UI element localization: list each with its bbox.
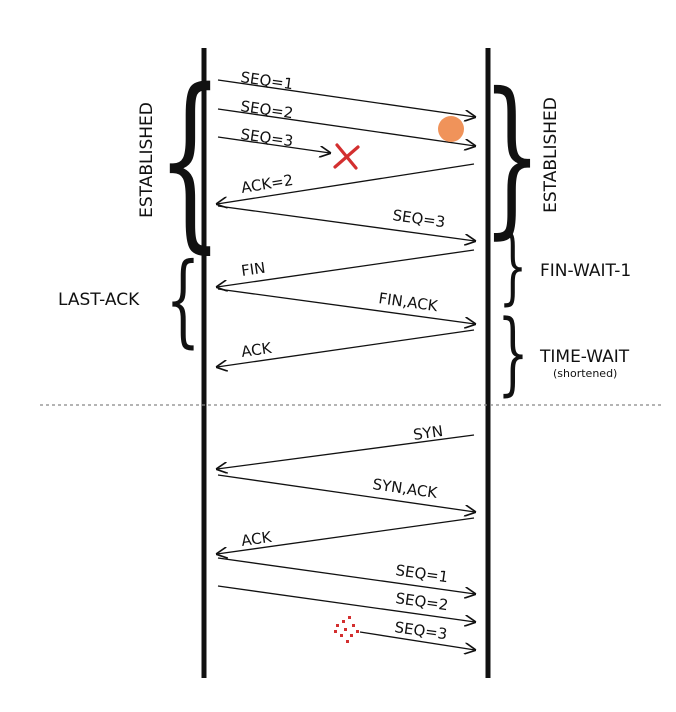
label-new-seq2: SEQ=2	[394, 589, 449, 614]
arrow-syn	[217, 434, 475, 469]
arrow-ack2	[217, 163, 475, 204]
late-packet-icon	[334, 616, 359, 643]
label-seq3: SEQ=3	[239, 125, 294, 150]
arrow-finack	[217, 288, 475, 324]
arrow-seq1	[217, 79, 475, 117]
arrow-ack-open	[217, 517, 475, 554]
left-last-ack-label: LAST-ACK	[58, 290, 140, 310]
label-fin: FIN	[240, 259, 267, 280]
right-time-wait-brace: }	[497, 302, 528, 406]
arrow-seq3-retransmit	[217, 205, 475, 241]
right-fin-wait-label: FIN-WAIT-1	[540, 261, 631, 281]
left-established-brace: {	[157, 50, 223, 271]
highlight-dot-icon	[438, 116, 464, 142]
left-established-label: ESTABLISHED	[137, 102, 157, 218]
label-ack-close: ACK	[240, 339, 274, 361]
label-seq2: SEQ=2	[239, 97, 294, 122]
packet-lost-icon	[333, 143, 360, 170]
right-time-wait-label: TIME-WAIT	[539, 347, 630, 367]
label-syn: SYN	[412, 422, 444, 444]
arrow-seq2	[217, 108, 475, 146]
label-seq3-retransmit: SEQ=3	[391, 206, 446, 231]
right-time-wait-note: (shortened)	[553, 367, 617, 380]
label-new-seq1: SEQ=1	[394, 561, 449, 586]
arrow-new-seq3	[359, 631, 475, 650]
right-established-label: ESTABLISHED	[541, 97, 561, 213]
arrow-fin	[217, 249, 475, 287]
label-seq1: SEQ=1	[239, 68, 294, 93]
left-last-ack-brace: {	[166, 242, 201, 358]
arrow-new-seq2	[217, 585, 475, 622]
arrow-ack-close	[217, 329, 475, 367]
label-ack-open: ACK	[240, 528, 274, 550]
arrow-synack	[217, 474, 475, 512]
label-new-seq3: SEQ=3	[393, 618, 448, 643]
right-fin-wait-brace: }	[499, 218, 528, 313]
right-established-brace: }	[482, 58, 541, 255]
arrow-new-seq1	[217, 557, 475, 594]
arrow-seq3-lost	[217, 136, 330, 153]
